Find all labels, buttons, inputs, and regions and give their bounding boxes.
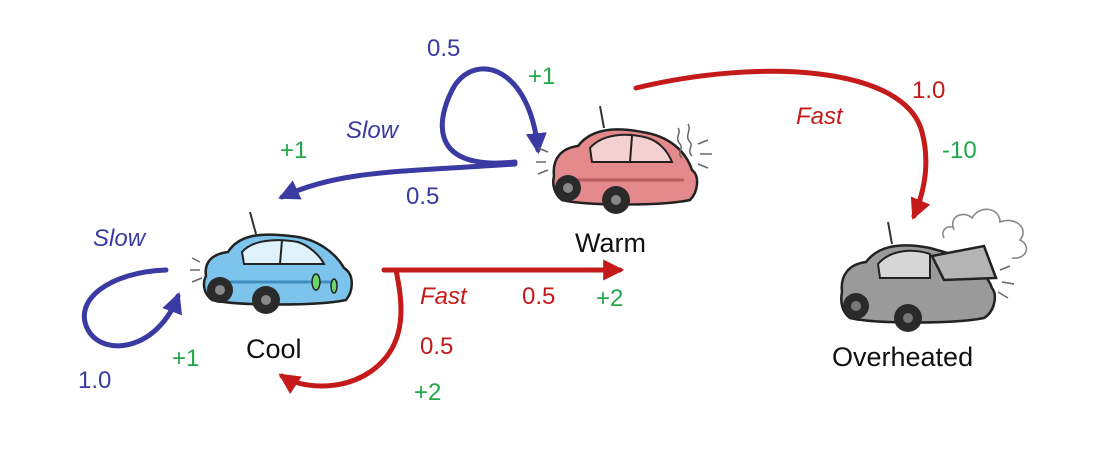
warm-to-cool-action-label: Slow xyxy=(346,117,400,144)
cool-to-warm-action-label: Fast xyxy=(420,283,468,310)
arrow-cool-slow-self xyxy=(81,267,182,349)
broken-gray-car-icon xyxy=(840,208,1028,332)
arrow-warm-slow-self xyxy=(439,66,547,166)
warm-to-overheated-action-label: Fast xyxy=(796,103,844,130)
red-car-icon xyxy=(536,105,712,214)
arrow-cool-fast-self xyxy=(278,267,404,395)
cool-slow-prob-label: 1.0 xyxy=(78,367,111,394)
cool-to-warm-reward-label: +2 xyxy=(596,285,623,312)
warm-to-cool-reward-label: +1 xyxy=(280,137,307,164)
cool-fast-self-reward-label: +2 xyxy=(414,379,441,406)
cool-slow-action-label: Slow xyxy=(93,225,147,252)
warm-slow-self-prob-label: 0.5 xyxy=(427,35,460,62)
cool-fast-self-prob-label: 0.5 xyxy=(420,333,453,360)
state-label-warm: Warm xyxy=(575,228,646,258)
warm-slow-self-reward-label: +1 xyxy=(528,63,555,90)
state-label-cool: Cool xyxy=(246,334,302,364)
cool-to-warm-prob-label: 0.5 xyxy=(522,283,555,310)
cool-slow-reward-label: +1 xyxy=(172,345,199,372)
warm-to-overheated-reward-label: -10 xyxy=(942,137,977,164)
arrow-warm-to-overheated-fast xyxy=(633,68,931,220)
arrow-warm-to-cool-slow xyxy=(278,161,518,200)
warm-to-cool-prob-label: 0.5 xyxy=(406,183,439,210)
warm-to-overheated-prob-label: 1.0 xyxy=(912,77,945,104)
state-label-overheated: Overheated xyxy=(832,342,973,372)
blue-car-icon xyxy=(190,211,353,314)
